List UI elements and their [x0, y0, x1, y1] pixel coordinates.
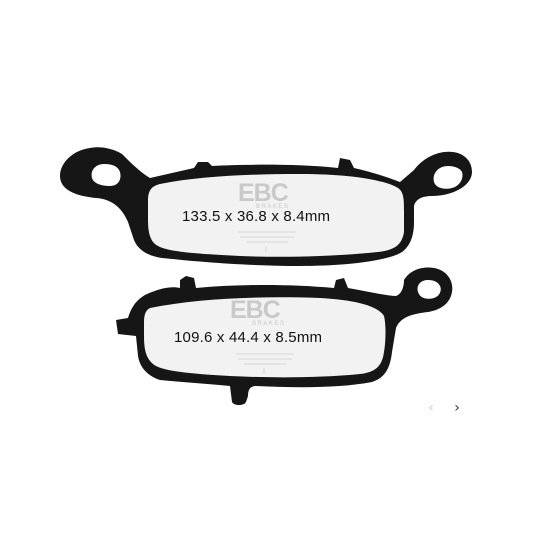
upper-pad-brand-sub: BRAKES [256, 204, 290, 210]
lower-pad-brand-logo: EBC [230, 296, 281, 324]
upper-pad-dimensions: 133.5 x 36.8 x 8.4mm [182, 208, 331, 225]
lower-pad-brand-sub: BRAKES [252, 321, 286, 327]
chevron-right-icon: › [454, 400, 460, 416]
previous-image-button[interactable]: ‹ [422, 398, 440, 418]
upper-pad-friction-face [148, 174, 404, 257]
lower-pad-fine-print [236, 353, 294, 374]
upper-pad-brand-logo: EBC [238, 179, 289, 207]
lower-pad-dimensions: 109.6 x 44.4 x 8.5mm [174, 329, 323, 346]
upper-pad-fine-print [238, 231, 296, 252]
next-image-button[interactable]: › [448, 398, 466, 418]
chevron-left-icon: ‹ [428, 400, 434, 416]
lower-pad-friction-face [144, 297, 386, 378]
